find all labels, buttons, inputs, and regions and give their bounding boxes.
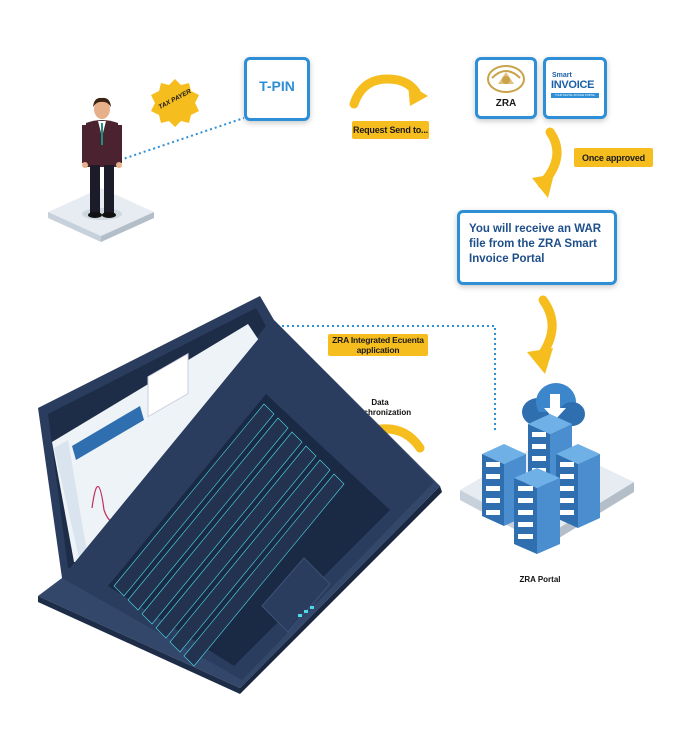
- smart-invoice-main: INVOICE: [551, 79, 595, 91]
- zra-emblem-icon: [487, 65, 525, 93]
- laptop-icon: [38, 296, 442, 694]
- once-approved-label: Once approved: [574, 148, 653, 167]
- portal-label: ZRA Portal: [519, 575, 561, 584]
- badge-icon: [151, 79, 199, 127]
- sync-label: Data Synchronization: [348, 398, 412, 417]
- request-label: Request Send to...: [352, 121, 429, 139]
- tpin-label: T-PIN: [259, 78, 295, 94]
- tpin-card: T-PIN: [244, 57, 310, 121]
- war-message: You will receive an WAR file from the ZR…: [469, 223, 602, 265]
- ecuenta-label: ZRA Integrated Ecuenta application: [328, 334, 428, 356]
- server-icon: [556, 444, 600, 528]
- person-icon: [82, 97, 122, 218]
- smart-invoice-card: Smart INVOICE YOUR DIGITAL INVOICE PORTA…: [543, 57, 607, 119]
- zra-card: ZRA: [475, 57, 537, 119]
- arrow-icon: [349, 74, 428, 109]
- server-icon: [514, 468, 560, 554]
- smart-invoice-sub: YOUR DIGITAL INVOICE PORTAL: [551, 93, 599, 98]
- zra-logo-text: ZRA: [495, 98, 517, 109]
- arrow-icon: [532, 127, 562, 198]
- arrow-icon: [527, 295, 557, 374]
- war-message-card: You will receive an WAR file from the ZR…: [457, 210, 617, 285]
- smart-invoice-top: Smart: [552, 72, 572, 79]
